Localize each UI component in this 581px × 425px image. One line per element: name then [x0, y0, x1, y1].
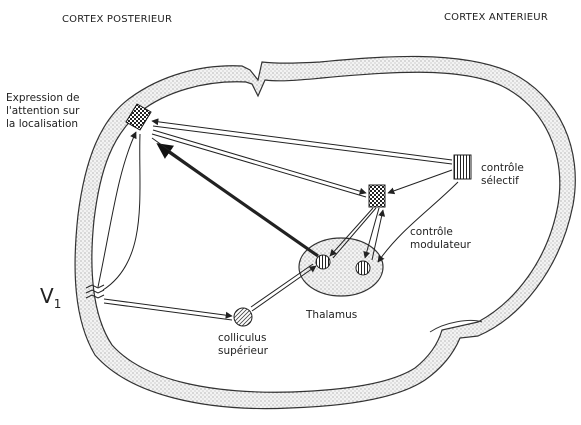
- arrow-selective-to-modulator: [388, 170, 452, 193]
- attention-expression-label: Expression de l'attention sur la localis…: [6, 92, 79, 131]
- selective-control-line-2: sélectif: [481, 175, 524, 188]
- v1-subscript: 1: [54, 297, 62, 311]
- v1-letter: V: [40, 284, 54, 308]
- selective-control-line-1: contrôle: [481, 162, 524, 175]
- cortex-outline: [75, 56, 575, 408]
- cortex-anterior-heading: CORTEX ANTERIEUR: [444, 11, 548, 24]
- thalamus-nucleus-right: [356, 261, 370, 275]
- thalamus-label: Thalamus: [306, 309, 357, 322]
- attention-expression-line-2: l'attention sur: [6, 105, 79, 118]
- cortex-posterior-heading: CORTEX POSTERIEUR: [62, 13, 172, 26]
- colliculus-line-1: colliculus: [218, 332, 268, 345]
- arrows: [98, 121, 458, 320]
- arrow-thalamus-to-attention-inner: [152, 138, 314, 254]
- arrow-selective-to-attention: [152, 121, 452, 160]
- selective-control-label: contrôle sélectif: [481, 162, 524, 188]
- modulator-control-box: [369, 185, 385, 207]
- modulator-control-line-1: contrôle: [410, 226, 471, 239]
- attention-expression-line-3: la localisation: [6, 118, 79, 131]
- attention-expression-line-1: Expression de: [6, 92, 79, 105]
- colliculus-node: [234, 308, 252, 326]
- colliculus-line-2: supérieur: [218, 345, 268, 358]
- modulator-control-line-2: modulateur: [410, 239, 471, 252]
- arrow-colliculus-to-thalamus: [252, 266, 316, 311]
- v1-label: V1: [40, 285, 61, 315]
- colliculus-label: colliculus supérieur: [218, 332, 268, 358]
- arrow-v1-to-colliculus: [104, 299, 232, 316]
- selective-control-box: [454, 155, 471, 179]
- thalamus-nucleus-left: [316, 255, 330, 269]
- modulator-control-label: contrôle modulateur: [410, 226, 471, 252]
